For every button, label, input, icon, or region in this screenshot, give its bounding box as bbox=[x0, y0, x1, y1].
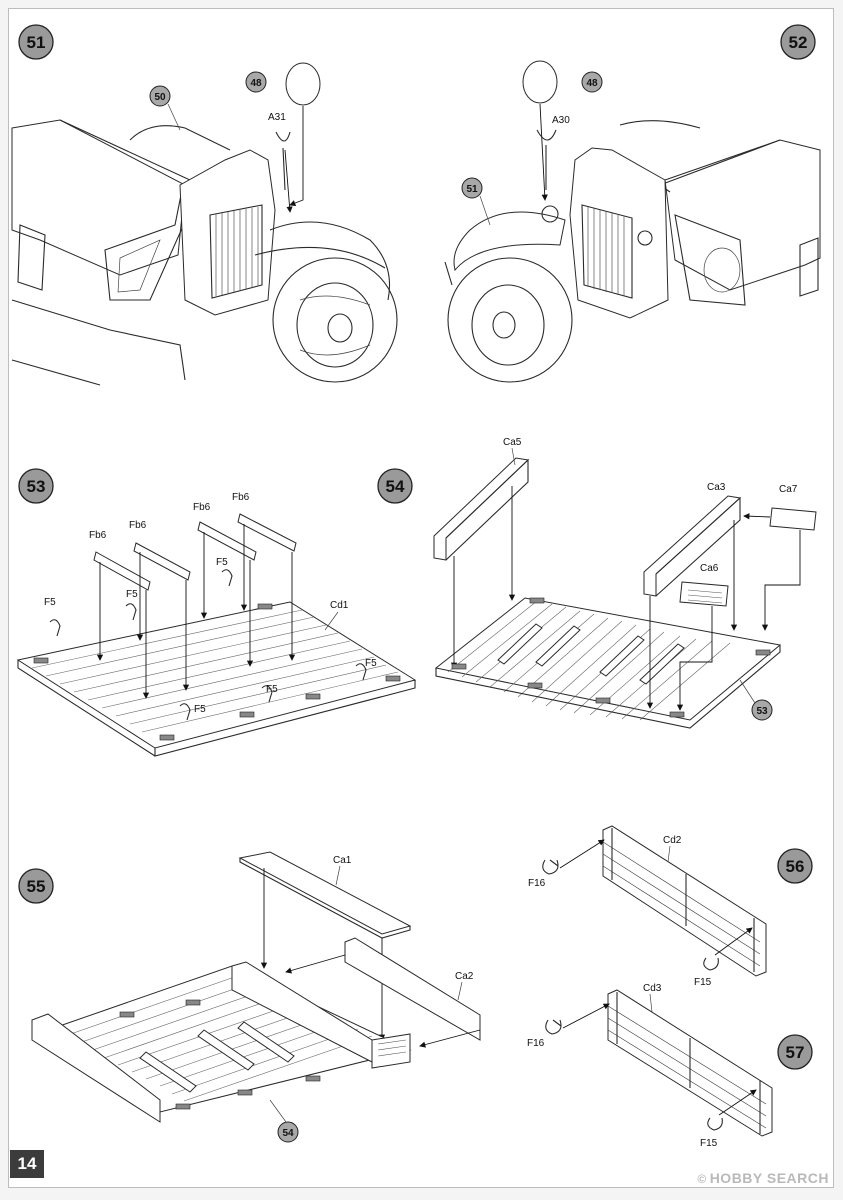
label-ca7: Ca7 bbox=[779, 484, 798, 495]
label-f5-5: F5 bbox=[266, 684, 278, 695]
board-part-ca2 bbox=[344, 937, 481, 1041]
label-fb6-4: Fb6 bbox=[232, 492, 250, 503]
radiator-grille bbox=[209, 204, 263, 299]
step-52-ref-51: 51 bbox=[461, 177, 483, 199]
hood bbox=[179, 149, 276, 316]
svg-text:50: 50 bbox=[154, 92, 166, 103]
step-51-badge: 51 bbox=[18, 24, 54, 60]
watermark-text: HOBBY SEARCH bbox=[709, 1170, 829, 1186]
page-number: 14 bbox=[10, 1150, 44, 1178]
step-51-ref-48: 48 bbox=[245, 71, 267, 93]
step-55-ref-54: 54 bbox=[277, 1121, 299, 1143]
grille-part-ca6 bbox=[679, 581, 729, 607]
step-53-diagram bbox=[16, 513, 417, 757]
label-cd2: Cd2 bbox=[663, 835, 682, 846]
svg-text:48: 48 bbox=[586, 78, 598, 89]
step-52-badge: 52 bbox=[780, 24, 816, 60]
label-cd3: Cd3 bbox=[643, 983, 662, 994]
side-panel-cd2 bbox=[602, 825, 767, 977]
label-f5-3: F5 bbox=[216, 557, 228, 568]
label-f5-1: F5 bbox=[44, 597, 56, 608]
svg-text:55: 55 bbox=[27, 877, 46, 896]
step-57-diagram bbox=[545, 989, 773, 1137]
label-f5-2: F5 bbox=[126, 589, 138, 600]
cab-roof bbox=[11, 119, 186, 276]
fender-part-51 bbox=[453, 211, 566, 272]
hood-right bbox=[569, 147, 669, 319]
svg-text:54: 54 bbox=[386, 477, 405, 496]
headlight-part-48-right bbox=[522, 60, 558, 104]
label-a31: A31 bbox=[268, 112, 286, 123]
label-cd1: Cd1 bbox=[330, 600, 349, 611]
step-56-badge: 56 bbox=[777, 848, 813, 884]
svg-text:51: 51 bbox=[466, 184, 478, 195]
label-f16-57: F16 bbox=[527, 1038, 545, 1049]
svg-text:56: 56 bbox=[786, 857, 805, 876]
svg-text:57: 57 bbox=[786, 1043, 805, 1062]
step-55-badge: 55 bbox=[18, 868, 54, 904]
step-53-badge: 53 bbox=[18, 468, 54, 504]
label-ca3: Ca3 bbox=[707, 482, 726, 493]
side-wall-left bbox=[31, 1013, 161, 1123]
svg-text:53: 53 bbox=[27, 477, 46, 496]
label-fb6-2: Fb6 bbox=[129, 520, 147, 531]
step-55-diagram bbox=[31, 851, 481, 1123]
label-ca5: Ca5 bbox=[503, 437, 522, 448]
label-f15-57: F15 bbox=[700, 1138, 718, 1149]
label-fb6-1: Fb6 bbox=[89, 530, 107, 541]
label-f5-4: F5 bbox=[365, 658, 377, 669]
label-ca6: Ca6 bbox=[700, 563, 719, 574]
svg-text:48: 48 bbox=[250, 78, 262, 89]
label-ca1: Ca1 bbox=[333, 855, 352, 866]
step-54-diagram bbox=[433, 457, 817, 729]
label-f15-56: F15 bbox=[694, 977, 712, 988]
step-52-ref-48: 48 bbox=[581, 71, 603, 93]
watermark: ©HOBBY SEARCH bbox=[697, 1170, 829, 1186]
step-56-diagram bbox=[542, 825, 767, 977]
step-54-ref-53: 53 bbox=[751, 699, 773, 721]
label-ca2: Ca2 bbox=[455, 971, 474, 982]
cab-rear-window bbox=[17, 224, 46, 291]
step-52-diagram bbox=[444, 60, 821, 383]
step-54-badge: 54 bbox=[377, 468, 413, 504]
label-fb6-3: Fb6 bbox=[193, 502, 211, 513]
svg-text:51: 51 bbox=[27, 33, 46, 52]
label-a30: A30 bbox=[552, 115, 570, 126]
svg-text:52: 52 bbox=[789, 33, 808, 52]
headlight-part-48 bbox=[285, 62, 321, 106]
step-51-ref-50: 50 bbox=[149, 85, 171, 107]
board-part-ca1 bbox=[238, 851, 412, 935]
radiator-grille-right bbox=[581, 204, 633, 299]
svg-text:54: 54 bbox=[282, 1128, 294, 1139]
label-f16-56: F16 bbox=[528, 878, 546, 889]
step-51-diagram bbox=[11, 62, 398, 386]
plate-part-ca7 bbox=[769, 507, 817, 531]
floor-part-cd1 bbox=[16, 601, 417, 749]
svg-text:53: 53 bbox=[756, 706, 768, 717]
label-f5-6: F5 bbox=[194, 704, 206, 715]
step-57-badge: 57 bbox=[777, 1034, 813, 1070]
copyright-icon: © bbox=[697, 1172, 707, 1186]
